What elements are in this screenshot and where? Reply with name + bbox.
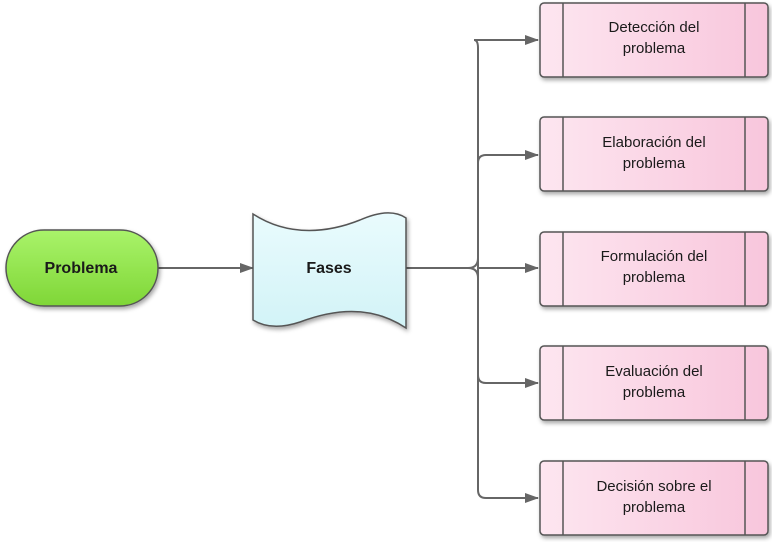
node-fases: Fases — [252, 212, 407, 330]
node-deteccion-line1: Detección del — [609, 19, 700, 36]
node-fases-label: Fases — [306, 260, 351, 277]
node-deteccion-line2: problema — [623, 40, 686, 57]
phase-nodes: Detección del problema Elaboración del p… — [539, 2, 769, 536]
edge-trunk-corner-top — [473, 39, 479, 49]
node-evaluacion-line1: Evaluación del — [605, 363, 703, 380]
terminator-shape — [5, 229, 159, 307]
edge-to-elaboracion — [477, 150, 539, 164]
node-formulacion: Formulación del problema — [539, 231, 769, 307]
process-shape — [539, 2, 769, 78]
node-elaboracion-line2: problema — [623, 155, 686, 172]
edges — [158, 35, 539, 503]
node-evaluacion: Evaluación del problema — [539, 345, 769, 421]
edge-trunk-join — [467, 257, 479, 279]
process-shape — [539, 116, 769, 192]
node-elaboracion-line1: Elaboración del — [602, 134, 705, 151]
node-problema: Problema — [5, 229, 159, 307]
tape-shape — [252, 212, 407, 330]
node-decision: Decisión sobre el problema — [539, 460, 769, 536]
node-formulacion-line1: Formulación del — [601, 248, 708, 265]
node-decision-line2: problema — [623, 499, 686, 516]
node-problema-label: Problema — [45, 260, 118, 277]
process-shape — [539, 231, 769, 307]
node-deteccion: Detección del problema — [539, 2, 769, 78]
edge-trunk-corner-bottom — [477, 489, 487, 499]
process-shape — [539, 345, 769, 421]
node-elaboracion: Elaboración del problema — [539, 116, 769, 192]
node-evaluacion-line2: problema — [623, 384, 686, 401]
node-decision-line1: Decisión sobre el — [596, 478, 711, 495]
edge-to-evaluacion — [477, 374, 539, 388]
process-shape — [539, 460, 769, 536]
node-formulacion-line2: problema — [623, 269, 686, 286]
